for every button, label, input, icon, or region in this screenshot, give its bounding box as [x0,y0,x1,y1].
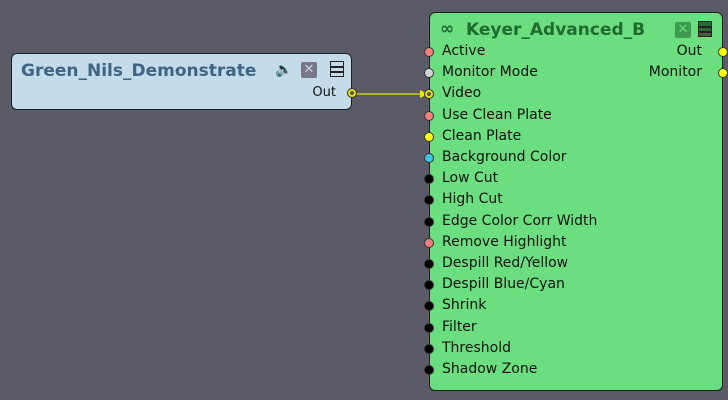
input-port[interactable] [424,365,434,375]
link-icon: ∞ [440,19,455,39]
output-label-out: Out [676,43,702,59]
input-label: Video [442,85,482,102]
input-port[interactable] [424,322,434,333]
input-port[interactable] [424,195,434,206]
input-port[interactable] [424,47,434,57]
input-port[interactable] [424,301,434,312]
input-label: Filter [442,318,477,335]
input-label: Shadow Zone [442,361,538,377]
input-port[interactable] [424,110,434,121]
keyer-node-title: Keyer_Advanced_B [466,20,646,40]
input-port[interactable] [424,89,434,100]
input-label: Threshold [442,339,511,356]
source-node[interactable]: Green_Nils_Demonstrate 🔈 ✕ Out [11,53,357,110]
input-label: Edge Color Corr Width [442,212,598,229]
output-label-monitor: Monitor [648,64,702,80]
source-node-title: Green_Nils_Demonstrate [21,61,257,81]
input-port[interactable] [424,131,434,142]
output-port-out[interactable] [347,88,357,98]
input-label: Monitor Mode [442,64,538,81]
input-label: Shrink [442,297,487,314]
input-port[interactable] [424,153,434,163]
output-port-monitor[interactable] [718,68,728,78]
close-icon[interactable]: ✕ [675,22,691,38]
input-label: Low Cut [442,170,499,187]
input-label: Despill Red/Yellow [442,255,569,271]
input-port[interactable] [424,237,434,248]
input-port[interactable] [424,68,434,79]
input-port[interactable] [424,259,434,269]
input-label: Background Color [442,149,567,165]
input-port[interactable] [424,174,434,185]
input-port[interactable] [424,280,434,291]
menu-icon[interactable] [698,21,712,37]
input-label: Clean Plate [442,127,522,144]
output-label-out: Out [312,85,336,100]
input-port[interactable] [424,343,434,354]
speaker-icon[interactable]: 🔈 [275,62,293,78]
input-port[interactable] [424,216,434,227]
input-label: High Cut [442,191,503,208]
close-icon[interactable]: ✕ [301,62,317,78]
input-label: Active [442,43,486,59]
output-port-out[interactable] [718,47,728,57]
input-label: Remove Highlight [442,233,567,250]
input-label: Despill Blue/Cyan [442,276,565,293]
menu-icon[interactable] [330,61,344,77]
input-label: Use Clean Plate [442,106,552,123]
